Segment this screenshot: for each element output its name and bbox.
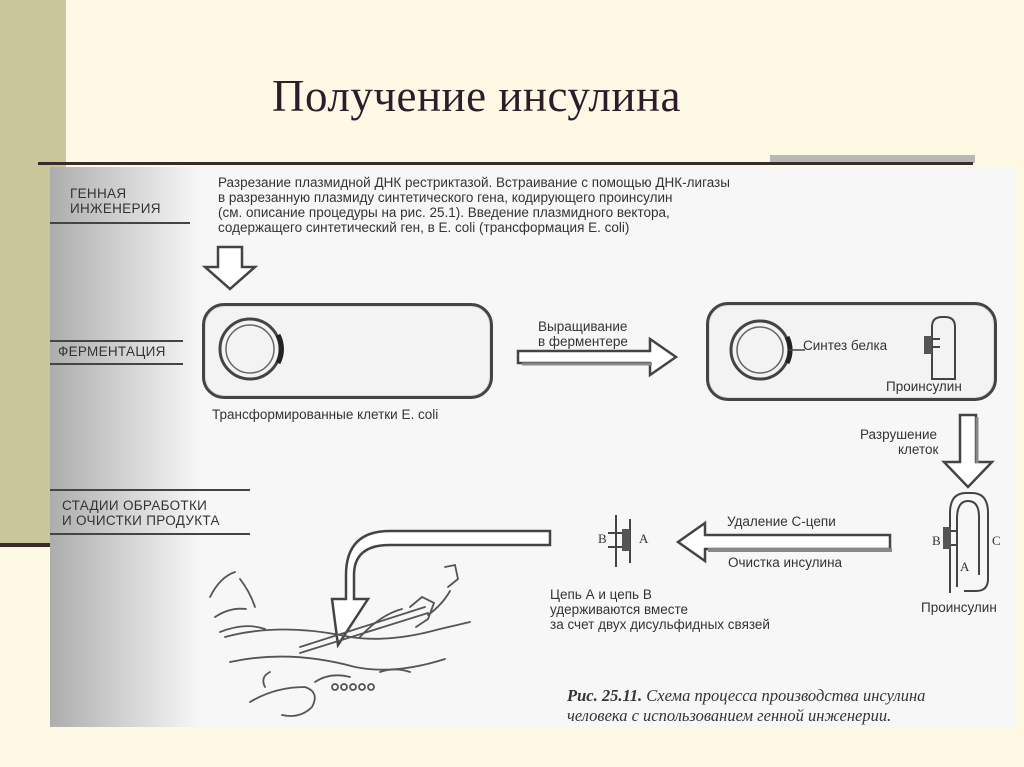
- caption-text-line-2: человека с использованием генной инженер…: [567, 706, 892, 725]
- chains-note-line-1: Цепь А и цепь В: [550, 587, 652, 602]
- insulin-purification-label: Очистка инсулина: [728, 555, 843, 570]
- stage-label-fermentation: ФЕРМЕНТАЦИЯ: [58, 344, 166, 359]
- title-rule: [38, 162, 973, 165]
- stage-shade-strip: [50, 167, 200, 727]
- stage-label-genetic: ГЕННАЯ ИНЖЕНЕРИЯ: [70, 186, 161, 216]
- caption-ref: Рис. 25.11.: [567, 686, 643, 705]
- growing-label-2: в ферментере: [538, 334, 628, 349]
- insulin-molecule: [608, 515, 631, 567]
- left-decor-line: [0, 543, 66, 547]
- diagram-panel: ГЕННАЯ ИНЖЕНЕРИЯ ФЕРМЕНТАЦИЯ СТАДИИ ОБРА…: [50, 167, 1016, 727]
- curved-arrow-to-patient: [330, 529, 552, 649]
- c-chain-removal-label: Удаление С-цепи: [727, 514, 836, 529]
- insulin-chain-b-letter: В: [598, 531, 607, 546]
- proinsulin-chain-a-letter: А: [960, 559, 970, 574]
- proinsulin-chain-b-letter: В: [932, 533, 941, 548]
- title-gray-rule: [770, 155, 975, 163]
- destruction-arrow: [941, 413, 995, 489]
- chains-note-line-2: удерживаются вместе: [550, 602, 689, 617]
- page-title: Получение инсулина: [272, 71, 682, 121]
- insulin-chain-a-letter: А: [639, 531, 649, 546]
- caption-text: Схема процесса производства инсулина: [646, 686, 926, 705]
- proinsulin-bottom-label: Проинсулин: [921, 600, 997, 615]
- injection-hands-illustration: [209, 563, 471, 717]
- genetic-description-line-1: Разрезание плазмидной ДНК рестриктазой. …: [218, 175, 730, 190]
- stage-line-processing-bottom: [50, 533, 250, 535]
- stage-line-fermentation-top: [50, 340, 183, 342]
- plasmid-ring-right: [729, 319, 805, 381]
- stage-label-processing: СТАДИИ ОБРАБОТКИ И ОЧИСТКИ ПРОДУКТА: [62, 498, 220, 528]
- diagram-graphics: [201, 245, 995, 717]
- growing-arrow: [516, 336, 679, 378]
- protein-synthesis-label: Синтез белка: [803, 338, 888, 353]
- down-arrow-genetic: [201, 245, 259, 291]
- chains-note-line-3: за счет двух дисульфидных связей: [550, 617, 770, 632]
- genetic-description-line-4: содержащего синтетический ген, в E. coli…: [218, 220, 630, 235]
- stage-line-genetic: [50, 222, 190, 224]
- synthesis-cell-box: [706, 302, 997, 401]
- proinsulin-chain-c-letter: С: [992, 533, 1001, 548]
- figure-caption: Рис. 25.11. Схема процесса производства …: [567, 686, 1016, 726]
- genetic-description-line-2: в разрезанную плазмиду синтетического ге…: [218, 190, 673, 205]
- proinsulin-cell-label: Проинсулин: [886, 379, 962, 394]
- growing-label-1: Выращивание: [538, 319, 628, 334]
- stage-line-fermentation-bottom: [50, 363, 183, 365]
- transformed-cells-label: Трансформированные клетки E. coli: [212, 407, 439, 422]
- destruction-label-2: клеток: [898, 442, 939, 457]
- destruction-label-1: Разрушение: [860, 427, 938, 442]
- stage-line-processing-top: [50, 489, 250, 491]
- plasmid-ring-left: [218, 317, 284, 381]
- c-chain-removal-arrow: [675, 520, 892, 564]
- genetic-description-line-3: (см. описание процедуры на рис. 25.1). В…: [218, 205, 670, 220]
- proinsulin-molecule-cell: [924, 316, 956, 380]
- proinsulin-molecule-bottom: [943, 492, 989, 593]
